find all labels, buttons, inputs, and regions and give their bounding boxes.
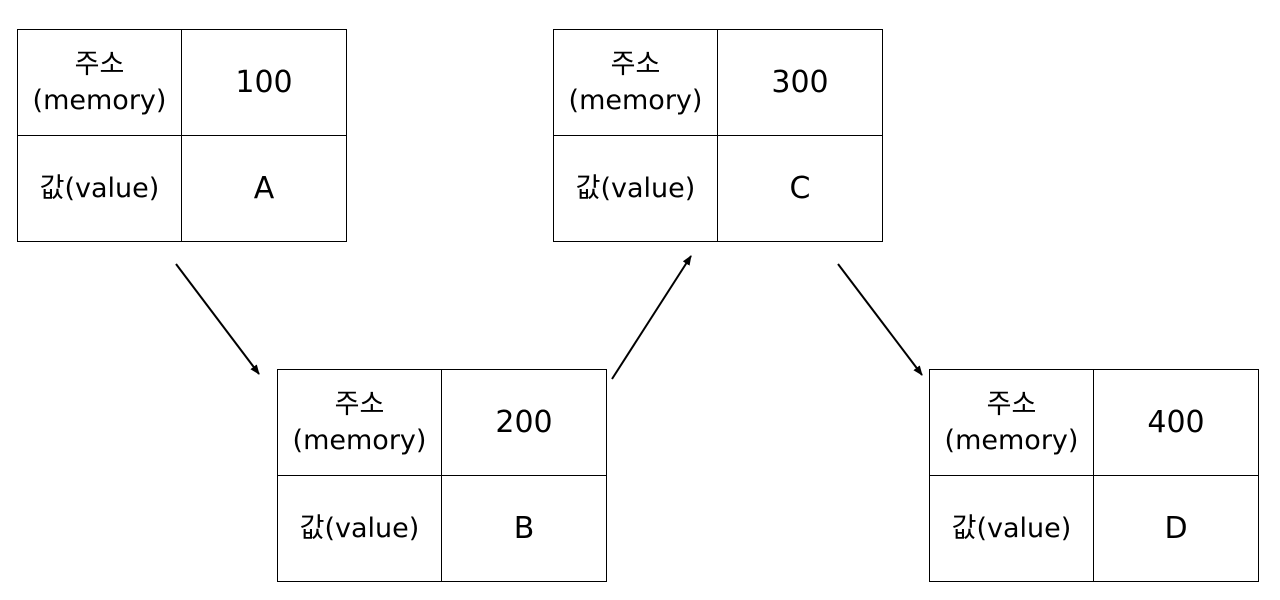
address-label-ko: 주소 [986,388,1037,420]
address-value: 200 [442,370,606,476]
node-value: B [513,510,535,546]
memory-node-200: 주소 (memory) 200 값(value) B [277,369,607,582]
address-label-ko: 주소 [74,48,125,80]
arrow-300-to-400 [837,263,923,376]
address-label-cell: 주소 (memory) [554,30,718,136]
address-value: 100 [182,30,346,136]
address-label-cell: 주소 (memory) [278,370,442,476]
arrow-200-to-300 [611,255,692,380]
node-value: C [789,170,811,206]
value-label: 값(value) [18,136,182,241]
address-label-en: (memory) [568,84,703,116]
address-label-cell: 주소 (memory) [18,30,182,136]
memory-node-300: 주소 (memory) 300 값(value) C [553,29,883,242]
memory-node-400: 주소 (memory) 400 값(value) D [929,369,1259,582]
address-label-en: (memory) [292,424,427,456]
value-label: 값(value) [278,476,442,581]
address-label-ko: 주소 [610,48,661,80]
address-label-ko: 주소 [334,388,385,420]
arrow-100-to-200 [175,263,260,375]
address-value: 400 [1094,370,1258,476]
address-label-en: (memory) [944,424,1079,456]
address-value: 300 [718,30,882,136]
value-label: 값(value) [554,136,718,241]
node-value: A [253,170,275,206]
node-value: D [1164,510,1188,546]
address-label-en: (memory) [32,84,167,116]
value-label: 값(value) [930,476,1094,581]
memory-node-100: 주소 (memory) 100 값(value) A [17,29,347,242]
address-label-cell: 주소 (memory) [930,370,1094,476]
